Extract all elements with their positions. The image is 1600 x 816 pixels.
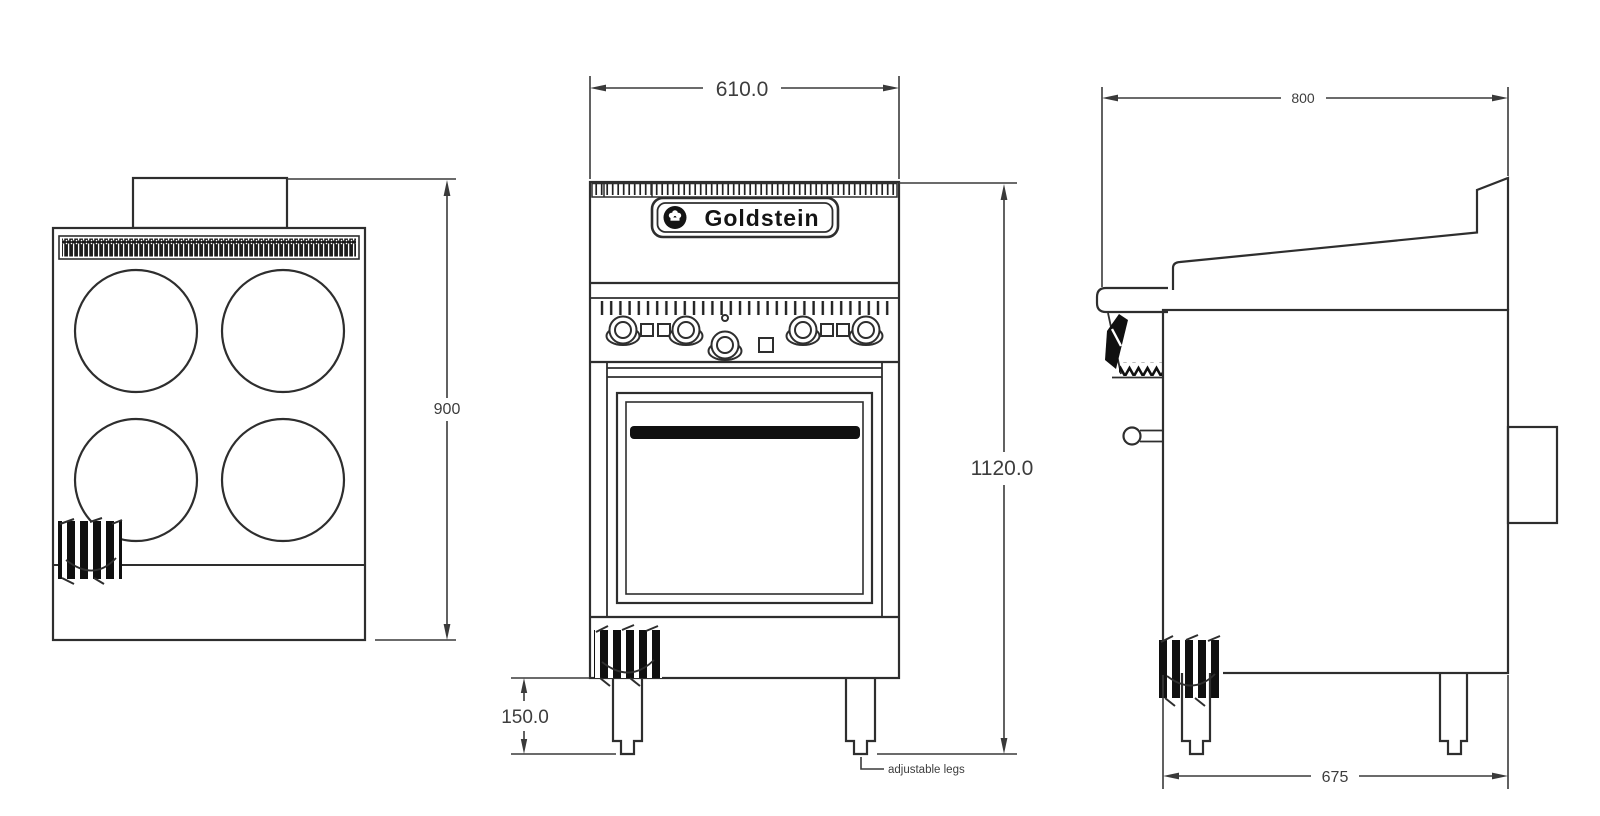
side-front-rail [1095,286,1168,314]
brand-badge: Goldstein [650,196,840,239]
side-control-knob [1105,314,1128,369]
dim-plan-depth-label: 900 [434,401,461,418]
hotplate-front-left [73,417,199,543]
side-rear-box [1506,425,1559,525]
dim-front-width-label: 610.0 [716,78,769,101]
plan-vent-grill-frame [58,235,360,260]
dim-base-depth: 675 [1162,675,1509,789]
hotplate-front-right [220,417,346,543]
switch-1 [640,323,654,337]
plan-view [51,176,367,642]
switch-4 [820,323,834,337]
arrowhead-down [520,739,528,754]
front-top-vent-band [591,182,898,198]
oven-door [615,391,874,605]
oven-door-inner [625,401,864,595]
dim-plan-depth: 900 [287,178,461,641]
control-panel-vents [598,301,892,315]
dim-leg-height-label: 150.0 [501,707,549,728]
hotplate-rear-left [73,268,199,394]
control-knob-center [707,330,743,361]
oven-door-handle [630,426,860,439]
arrowhead-right [1492,772,1508,780]
arrowhead-right [1492,94,1508,102]
control-knob-2 [668,315,704,346]
dim-overall-height-label: 1120.0 [971,457,1034,480]
dim-base-depth-label: 675 [1322,769,1349,786]
arrowhead-down [443,624,451,640]
side-leg-marks [1159,634,1223,707]
switch-2 [657,323,671,337]
dim-leg-height: 150.0 [501,677,616,755]
side-control-panel [1105,312,1163,379]
switch-3 [758,337,774,353]
side-leg-rear [1438,673,1469,756]
front-leg-marks [594,624,662,687]
pilot-indicator [721,314,729,322]
hotplate-rear-right [220,268,346,394]
control-knob-1 [605,315,641,346]
control-knob-3 [785,315,821,346]
dim-side-top-depth: 800 [1101,87,1509,287]
arrowhead-up [443,180,451,196]
arrowhead-down [1000,738,1008,754]
plan-flue [131,176,289,230]
brand-name: Goldstein [704,205,819,231]
arrowhead-up [520,678,528,693]
front-view: Goldstein [588,180,901,756]
front-leg-left [611,678,644,756]
dim-front-width: 610.0 [589,76,900,179]
dim-side-top-depth-label: 800 [1291,90,1315,106]
plan-leg-marks [58,517,123,585]
control-knobs [605,314,884,361]
control-knob-4 [848,315,884,346]
side-body [1161,308,1510,675]
note-adjustable-legs: adjustable legs [860,757,965,776]
arrowhead-left [1163,772,1179,780]
arrowhead-up [1000,184,1008,200]
side-leg-front [1180,673,1212,756]
side-panel-hatch [1119,362,1162,376]
side-splashback-profile [1171,176,1510,310]
arrowhead-left [590,84,606,92]
adjustable-legs-label: adjustable legs [888,764,965,776]
arrowhead-left [1102,94,1118,102]
plan-vent-grill [62,238,356,257]
front-leg-right [844,678,877,756]
dim-overall-height: 1120.0 [877,182,1034,755]
arrowhead-right [883,84,899,92]
side-view [1095,176,1559,756]
switch-5 [836,323,850,337]
side-door-handle [1122,426,1163,446]
